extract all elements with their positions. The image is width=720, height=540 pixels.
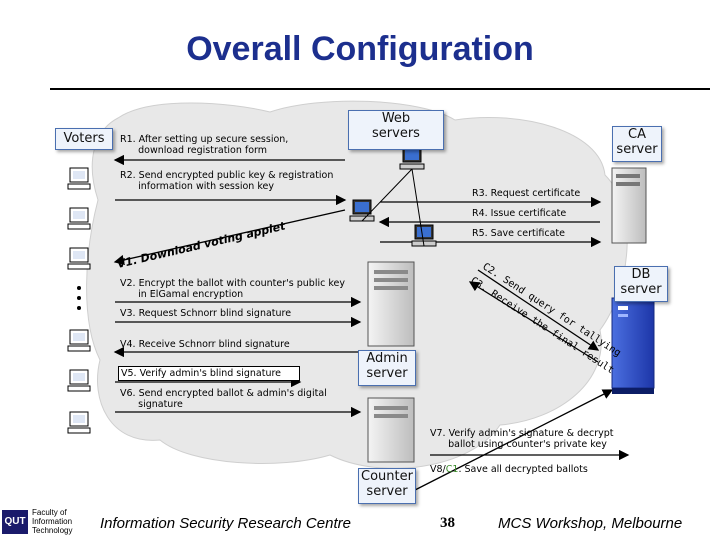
web-server-links (361, 168, 425, 247)
db-server-label: DB server (614, 266, 668, 302)
admin-server-label: Admin server (358, 350, 416, 386)
step-v8-c1: C1 (445, 464, 459, 475)
faculty-label: Faculty of Information Technology (32, 508, 72, 535)
title-divider (50, 88, 710, 90)
step-v2: V2. Encrypt the ballot with counter's pu… (120, 278, 345, 300)
step-v8-prefix: V8/ (430, 464, 446, 475)
step-v8-suffix: . Save all decrypted ballots (458, 464, 588, 475)
arrow-c2 (477, 269, 600, 351)
footer: QUT Faculty of Information Technology In… (0, 506, 720, 540)
web-server-pc-1 (399, 147, 425, 170)
arrow-v8 (414, 389, 614, 491)
admin-server-tower (367, 261, 415, 347)
web-server-pc-2 (349, 199, 375, 222)
voter-pc-2 (67, 207, 91, 230)
step-v4: V4. Receive Schnorr blind signature (120, 339, 290, 350)
voter-pc-3 (67, 247, 91, 270)
qut-logo: QUT (2, 510, 28, 534)
centre-name: Information Security Research Centre (100, 515, 351, 532)
voter-pc-5 (67, 369, 91, 392)
step-r5: R5. Save certificate (472, 228, 565, 239)
counter-server-tower (367, 397, 415, 463)
faculty-line-3: Technology (32, 526, 73, 535)
step-v8: V8/C1. Save all decrypted ballots (430, 464, 640, 475)
page-number: 38 (440, 515, 455, 531)
step-r2: R2. Send encrypted public key & registra… (120, 170, 334, 192)
ca-server-label: CA server (612, 126, 662, 162)
page-title: Overall Configuration (186, 30, 534, 68)
arrow-c3 (468, 281, 599, 363)
step-v3: V3. Request Schnorr blind signature (120, 308, 292, 319)
step-v7: V7. Verify admin's signature & decrypt b… (430, 428, 614, 450)
step-v6: V6. Send encrypted ballot & admin's digi… (120, 388, 327, 410)
step-r3: R3. Request certificate (472, 188, 581, 199)
step-v5: V5. Verify admin's blind signature (118, 366, 300, 381)
voter-ellipsis (77, 286, 81, 310)
faculty-line-1: Faculty of (32, 508, 67, 517)
web-servers-label: Web servers (348, 110, 444, 150)
counter-server-label: Counter server (358, 468, 416, 504)
db-server-tower (611, 297, 655, 394)
step-r4: R4. Issue certificate (472, 208, 567, 219)
faculty-line-2: Information (32, 517, 73, 526)
voter-pc-4 (67, 329, 91, 352)
step-r1: R1. After setting up secure session, dow… (120, 134, 289, 156)
arrow-v1 (113, 209, 346, 266)
event-name: MCS Workshop, Melbourne (498, 515, 683, 532)
ca-server-tower (611, 167, 647, 244)
voter-pc-1 (67, 167, 91, 190)
voters-label: Voters (55, 128, 113, 150)
voter-pc-6 (67, 411, 91, 434)
